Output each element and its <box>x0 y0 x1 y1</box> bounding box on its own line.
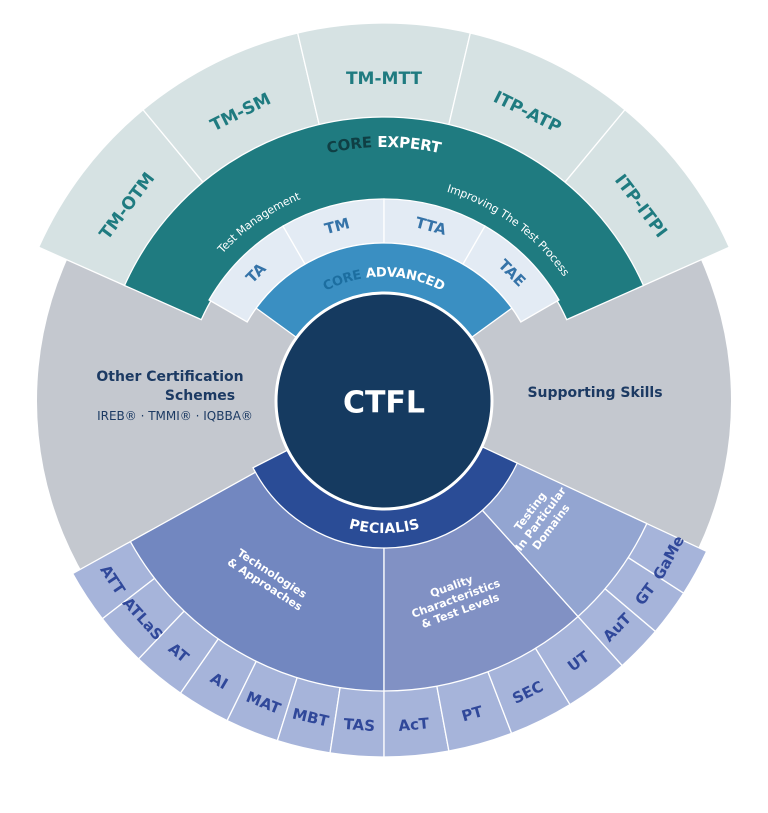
center-label: CTFL <box>343 386 425 421</box>
advanced-module-label-tm: TM <box>323 214 352 238</box>
core-expert-title-part: CORE <box>325 133 373 157</box>
wheel-sectors <box>37 22 731 758</box>
other-schemes-line3: IREB® · TMMI® · IQBBA® <box>97 409 253 423</box>
specialist-module-label-ai: AI <box>207 669 231 693</box>
specialist-module-label-pt: PT <box>460 702 486 725</box>
expert-module-label-tm-mtt: TM-MTT <box>346 69 422 89</box>
supporting-skills-label: Supporting Skills <box>527 385 662 401</box>
specialist-module-label-tas: TAS <box>343 715 376 735</box>
specialist-module-label-act: AcT <box>398 714 431 735</box>
other-schemes-line2: Schemes <box>165 388 235 404</box>
other-schemes-line1: Other Certification <box>96 369 243 385</box>
center-circle <box>274 291 494 511</box>
